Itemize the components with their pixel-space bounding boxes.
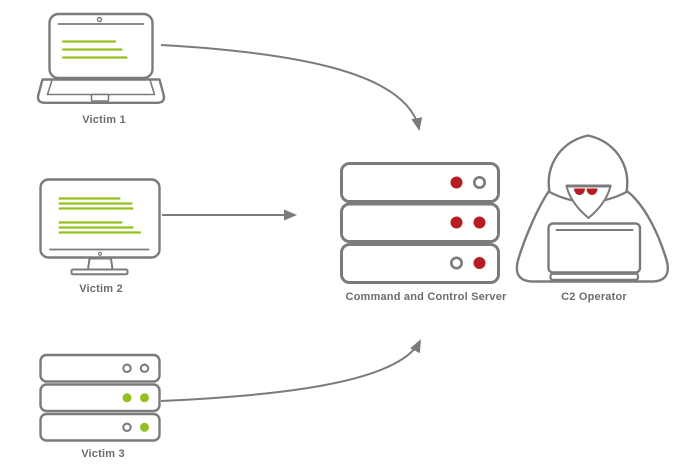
laptop-camera-dot [96, 16, 103, 23]
server-led [122, 422, 132, 433]
server-led [450, 176, 463, 189]
laptop-screen-text-lines [61, 40, 128, 59]
server-led [473, 216, 486, 229]
node-label-victim3: Victim 3 [81, 448, 125, 460]
server-led [450, 216, 463, 229]
victim-server-stack-icon [39, 353, 161, 442]
node-label-c2-operator: C2 Operator [561, 291, 627, 303]
laptop-trackpad [90, 93, 110, 102]
node-label-victim2: Victim 2 [79, 283, 123, 295]
node-label-c2-server: Command and Control Server [345, 291, 507, 303]
monitor-screen [39, 178, 161, 259]
server-led [122, 363, 132, 374]
server-unit [340, 202, 500, 243]
server-led [473, 257, 486, 269]
hacker-laptop-base [549, 272, 640, 281]
hacker-eye-right [586, 188, 598, 196]
server-unit [340, 243, 500, 284]
monitor-stand-base [70, 268, 129, 276]
monitor-power-dot [97, 251, 103, 256]
server-led [140, 393, 149, 403]
server-unit [39, 412, 161, 442]
hacker-laptop-screen [547, 222, 642, 274]
monitor-stand [87, 257, 114, 271]
hacker-hood [547, 134, 629, 194]
server-led [140, 422, 149, 432]
monitor-screen-text-lines [58, 197, 142, 234]
edge-victim1-to-c2 [160, 44, 423, 131]
edge-victim3-to-c2 [160, 339, 421, 402]
laptop-icon [36, 12, 166, 104]
monitor-icon [39, 178, 161, 276]
server-unit [39, 353, 161, 383]
hooded-hacker-icon [515, 134, 669, 283]
server-led [139, 363, 150, 374]
node-label-victim1: Victim 1 [82, 114, 126, 126]
hacker-eye-left [574, 188, 585, 196]
hacker-red-eyes [574, 188, 598, 196]
server-unit [340, 162, 500, 203]
c2-server-stack-icon [340, 162, 500, 284]
server-led [449, 256, 463, 270]
edges [160, 44, 423, 402]
server-unit [39, 383, 161, 413]
server-led [122, 393, 132, 403]
laptop-screen [48, 12, 154, 80]
laptop-base [36, 78, 166, 104]
server-led [472, 176, 486, 190]
